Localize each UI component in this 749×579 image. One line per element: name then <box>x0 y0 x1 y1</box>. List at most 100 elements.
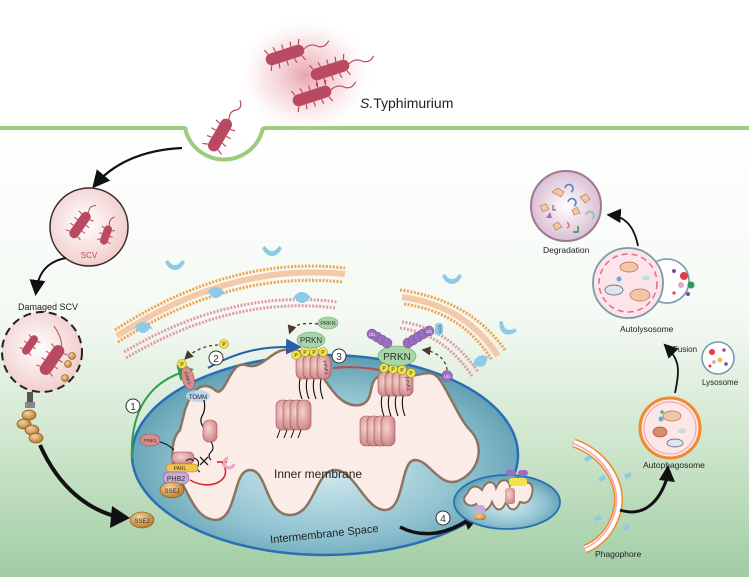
phospho-row-center: P P P P <box>291 347 328 360</box>
step-3-marker: 3 <box>331 348 347 364</box>
svg-text:TOMM: TOMM <box>189 395 207 401</box>
bacterium-icon <box>291 79 357 113</box>
prkn-recruited: PRKN <box>296 331 326 349</box>
cargo-icon <box>678 428 686 434</box>
phospho-dashed-arrow <box>184 344 219 360</box>
bacterium-icon <box>19 334 41 356</box>
phospho-tag: P <box>177 359 187 369</box>
arrow-to-autolysosome <box>663 343 679 394</box>
arrow-to-autophagosome <box>619 477 669 514</box>
fragment-icon <box>579 193 591 204</box>
fragment-icon <box>571 206 581 216</box>
svg-text:Ub: Ub <box>369 332 375 337</box>
mito-fragment-icon <box>619 261 639 273</box>
svg-text:2: 2 <box>213 354 219 365</box>
fragment-icon <box>564 183 574 193</box>
svg-text:PHB2: PHB2 <box>167 476 185 483</box>
ub-free: Ub <box>441 370 453 382</box>
bacterium-icon <box>97 216 115 245</box>
tomm-complex: TOMM <box>186 390 210 402</box>
svg-text:3: 3 <box>336 352 342 363</box>
autophagosome-label: Autophagosome <box>643 460 705 470</box>
svg-text:P: P <box>382 366 386 372</box>
svg-text:LC3: LC3 <box>437 325 442 333</box>
svg-text:4: 4 <box>440 514 446 525</box>
ub-chain-right: Ub <box>402 325 435 349</box>
svg-text:Ub: Ub <box>444 374 450 379</box>
lysosome <box>701 341 735 375</box>
invading-bacterium-icon <box>202 100 242 155</box>
svg-text:P: P <box>409 371 413 377</box>
infection-glow <box>235 15 375 135</box>
bacterium-icon <box>65 205 96 241</box>
secretion-system <box>25 392 35 408</box>
step1-arrow <box>130 365 194 459</box>
effector-icon <box>64 360 72 368</box>
bacterium-icon <box>309 53 375 87</box>
phagophore <box>571 438 632 554</box>
degradation-label: Degradation <box>543 245 590 255</box>
pink1-cluster-center: PINK1 <box>275 354 332 439</box>
arrow-to-degradation <box>606 208 639 247</box>
er-membrane-right <box>399 274 517 377</box>
svg-text:PINK1: PINK1 <box>183 371 192 385</box>
phagophore-label: Phagophore <box>595 549 642 559</box>
svg-text:1: 1 <box>130 402 136 413</box>
phospho-free: P <box>219 339 229 349</box>
phospho-row-right: P P P P <box>379 363 416 378</box>
small-mitochondrion <box>453 470 561 530</box>
pink1-import <box>202 419 218 461</box>
arrow-scv-to-damaged <box>29 257 67 296</box>
svg-text:P: P <box>321 350 325 356</box>
svg-text:PINK1: PINK1 <box>143 438 157 443</box>
svg-text:PARL: PARL <box>174 466 187 472</box>
scv-vesicle: SCV <box>49 187 129 267</box>
fragment-icon <box>539 203 550 213</box>
svg-text:PRKN: PRKN <box>300 336 322 345</box>
autolysosome-label: Autolysosome <box>620 324 674 334</box>
arrow-entry-to-scv <box>92 146 183 189</box>
mito-fragment-icon <box>666 438 684 448</box>
cargo-icon <box>616 276 622 282</box>
mito-fragment-icon <box>662 410 682 422</box>
svg-text:P: P <box>312 350 316 356</box>
pathogen-label: S.Typhimurium <box>360 95 453 111</box>
fragment-icon <box>585 210 595 220</box>
svg-text:PRKN: PRKN <box>320 321 335 327</box>
svg-text:P: P <box>294 353 298 359</box>
bacterium-icon <box>36 325 68 377</box>
degradation-vesicle <box>530 170 602 242</box>
svg-text:PRKN: PRKN <box>383 352 411 363</box>
svg-text:P: P <box>303 350 307 356</box>
arrow-effector-to-mito <box>38 444 119 519</box>
prkn-active: PRKN <box>377 345 417 367</box>
fusion-label: Fusion <box>673 345 697 354</box>
cargo-icon <box>660 410 664 414</box>
fragment-icon <box>546 212 552 218</box>
svg-text:P: P <box>400 368 404 374</box>
mito-fragment-icon <box>652 426 668 438</box>
ub-chain-left: Ub <box>366 328 393 349</box>
parl-protein: PARL <box>165 463 199 473</box>
svg-text:SSEJ: SSEJ <box>134 519 149 525</box>
svg-text:SSEJ: SSEJ <box>164 489 179 495</box>
fragment-icon <box>566 221 570 229</box>
cargo-icon <box>642 275 650 281</box>
svg-text:PINK1: PINK1 <box>321 360 329 375</box>
fragment-icon <box>573 226 579 233</box>
fragment-icon <box>567 197 577 207</box>
effector-icon <box>61 374 69 382</box>
step-2-marker: 2 <box>208 350 224 366</box>
damaged-scv-vesicle <box>1 311 83 393</box>
step-4-marker: 4 <box>435 510 451 526</box>
prkn-free: PRKN <box>317 316 339 330</box>
svg-text:P: P <box>180 362 184 368</box>
ssej-inner: SSEJ <box>159 481 185 499</box>
damaged-scv-label: Damaged SCV <box>18 302 78 312</box>
effector-icon <box>68 352 76 360</box>
bacterium-icon <box>264 38 330 72</box>
step4-arrow <box>399 518 469 536</box>
ub-dashed-arrow <box>421 346 448 371</box>
